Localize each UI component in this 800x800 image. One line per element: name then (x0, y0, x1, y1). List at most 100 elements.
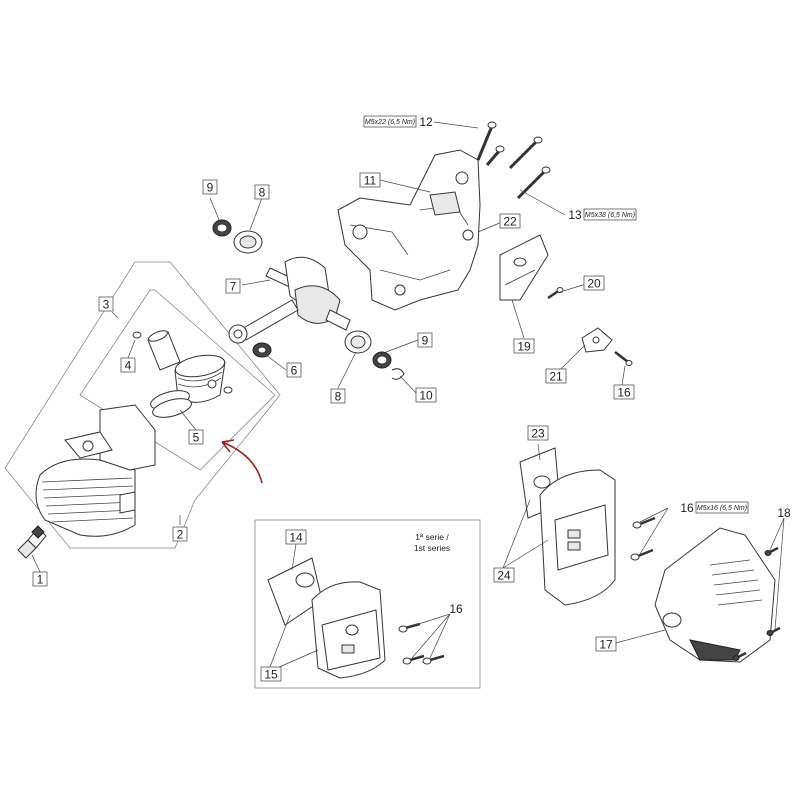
callout-9a-text: 9 (207, 181, 214, 195)
callout-17: 17 (595, 636, 617, 652)
callout-15-text: 15 (264, 668, 278, 682)
callout-17-text: 17 (599, 638, 613, 652)
bolt-m5x22-upper (476, 121, 497, 161)
callout-12: M5x22 (6,5 Nm) 12 (363, 115, 433, 129)
spec-12-text: M5x22 (6,5 Nm) (365, 119, 415, 126)
muffler (539, 469, 616, 606)
screw-bracket (614, 351, 633, 366)
screw-cover-c (732, 651, 747, 661)
callout-2: 2 (172, 526, 188, 542)
callout-14: 14 (285, 529, 307, 545)
series-note-line2: 1st series (414, 543, 450, 553)
first-series-screw-c (422, 654, 445, 665)
callout-7-text: 7 (230, 280, 237, 294)
callout-24: 24 (493, 567, 515, 583)
piston-pin (147, 330, 181, 371)
first-series-note: 1ª serie / 1st series (414, 532, 450, 553)
oil-seal-lower (372, 351, 392, 369)
retaining-ring (391, 368, 405, 380)
callout-2-text: 2 (177, 528, 184, 542)
callout-18-text: 18 (777, 506, 791, 520)
callout-23-text: 23 (531, 427, 545, 441)
callout-3-text: 3 (103, 298, 110, 312)
callout-4-text: 4 (125, 359, 132, 373)
callout-1: 1 (32, 571, 48, 587)
cylinder (35, 404, 156, 537)
callout-8-upper: 8 (254, 184, 270, 200)
circlip-lower (223, 386, 233, 394)
callout-20: 20 (583, 275, 605, 291)
callout-16-muffler: 16 M5x16 (6,5 Nm) (680, 501, 749, 515)
bearing-upper (233, 230, 263, 254)
spec-13-text: M5x38 (6,5 Nm) (585, 212, 635, 219)
callout-5: 5 (188, 429, 204, 445)
oil-seal-upper (212, 219, 232, 237)
screw-guide-plate (547, 287, 564, 300)
callout-21-text: 21 (549, 370, 563, 384)
callout-8-lower: 8 (330, 388, 346, 404)
callout-5-text: 5 (193, 431, 200, 445)
callout-8b-text: 8 (335, 390, 342, 404)
decompression-valve (17, 525, 47, 559)
callout-4: 4 (120, 357, 136, 373)
bearing-lower (344, 330, 372, 354)
callout-11-text: 11 (364, 174, 377, 188)
callout-24-text: 24 (497, 569, 511, 583)
callout-9-lower: 9 (417, 332, 433, 348)
callout-15: 15 (260, 666, 282, 682)
callout-9b-text: 9 (422, 334, 429, 348)
callout-16c-text: 16 (449, 602, 463, 616)
bolt-m5x38-lower (516, 166, 551, 200)
first-series-frame (254, 519, 481, 689)
needle-bearing (252, 342, 272, 358)
callout-3: 3 (98, 296, 114, 312)
callout-19-text: 19 (517, 340, 531, 354)
bolt-m5x22-lower (485, 145, 505, 166)
callout-6-text: 6 (291, 364, 298, 378)
spike-bracket (581, 327, 613, 353)
series-note-line1: 1ª serie / (415, 532, 449, 542)
first-series-screw-a (398, 622, 421, 633)
callout-23: 23 (527, 425, 549, 441)
callout-16-bracket: 16 (613, 384, 635, 400)
callout-1-text: 1 (37, 573, 44, 587)
piston-kit-frame (79, 289, 276, 471)
spec-16-text: M5x16 (6,5 Nm) (697, 505, 747, 512)
screw-cover-b (766, 626, 781, 636)
callout-11: 11 (359, 172, 381, 188)
callout-16-first-series: 16 (449, 602, 463, 616)
cylinder-kit-frame (4, 261, 281, 549)
first-series-screw-b (402, 654, 425, 665)
leader-lines (31, 121, 785, 673)
callout-22: 22 (499, 213, 521, 229)
callout-10: 10 (415, 387, 437, 403)
indicator-arrow (221, 439, 263, 484)
callout-7: 7 (225, 278, 241, 294)
callout-16b-text: 16 (680, 501, 694, 515)
callout-8a-text: 8 (259, 186, 266, 200)
crankcase (337, 149, 481, 311)
circlip-upper (132, 331, 142, 339)
screw-m5x16-b (630, 548, 654, 561)
screw-m5x16-a (632, 516, 656, 529)
callout-9-upper: 9 (202, 179, 218, 195)
muffler-cover (654, 527, 776, 663)
callout-20-text: 20 (587, 277, 601, 291)
callout-22-text: 22 (503, 215, 517, 229)
piston (174, 354, 226, 403)
callout-21: 21 (545, 368, 567, 384)
callout-6: 6 (286, 362, 302, 378)
callout-16a-text: 16 (617, 386, 631, 400)
callout-18: 18 (777, 506, 791, 520)
bolt-m5x38-upper (508, 136, 543, 170)
callout-10-text: 10 (419, 389, 433, 403)
first-series-muffler (311, 581, 386, 679)
callout-14-text: 14 (289, 531, 303, 545)
screw-cover-a (764, 546, 779, 556)
crankshaft (228, 256, 351, 344)
callout-12-text: 12 (419, 115, 433, 129)
callout-19: 19 (513, 338, 535, 354)
callout-13: 13 M5x38 (6,5 Nm) (568, 208, 637, 222)
callout-13-text: 13 (568, 208, 582, 222)
